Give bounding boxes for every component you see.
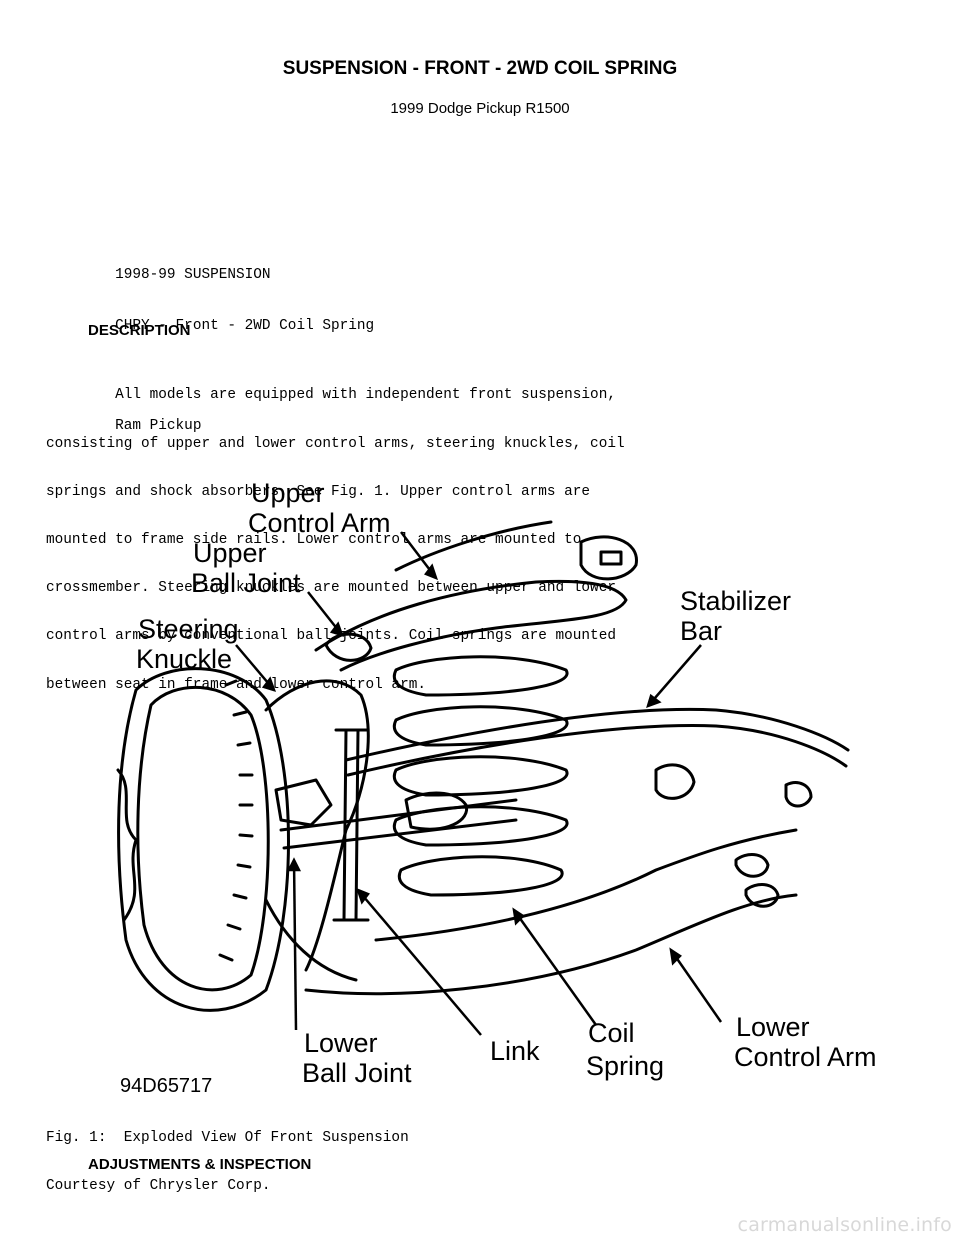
label-coil-spring-line1: Coil: [588, 1018, 635, 1048]
callout-arrows: [235, 531, 723, 1036]
adjustments-heading: ADJUSTMENTS & INSPECTION: [88, 1156, 312, 1173]
link-drawing: [332, 728, 370, 922]
label-lower-ball-joint-line1: Lower: [304, 1028, 378, 1058]
label-stabilizer-bar-line2: Bar: [680, 616, 722, 646]
description-heading: DESCRIPTION: [88, 322, 191, 339]
description-line: consisting of upper and lower control ar…: [46, 435, 625, 452]
suspension-figure: Upper Control Arm Upper Ball Joint Steer…: [116, 478, 877, 1097]
description-line: between seat in frame and lower control …: [46, 676, 426, 693]
doc-header-line: CHRY - Front - 2WD Coil Spring: [115, 317, 375, 334]
label-lower-ball-joint-line2: Ball Joint: [302, 1058, 412, 1088]
label-coil-spring-line2: Spring: [586, 1051, 664, 1081]
coil-spring-drawing: [392, 655, 569, 897]
description-line: All models are equipped with independent…: [46, 387, 616, 404]
description-body: All models are equipped with independent…: [46, 354, 625, 708]
label-link: Link: [490, 1036, 540, 1066]
label-lower-control-arm-line1: Lower: [736, 1012, 810, 1042]
label-upper-control-arm-line1: Upper: [251, 478, 325, 508]
page-subtitle: 1999 Dodge Pickup R1500: [390, 100, 570, 117]
label-upper-control-arm-line2: Control Arm: [248, 508, 391, 538]
document-header-block: 1998-99 SUSPENSION CHRY - Front - 2WD Co…: [46, 234, 374, 451]
label-upper-ball-joint-line2: Ball Joint: [191, 568, 301, 598]
description-line: springs and shock absorbers. See Fig. 1.…: [46, 483, 591, 500]
label-steering-knuckle-line1: Steering: [138, 614, 239, 644]
watermark: carmanualsonline.info: [737, 1214, 952, 1236]
label-lower-control-arm-line2: Control Arm: [734, 1042, 877, 1072]
label-stabilizer-bar-line1: Stabilizer: [680, 586, 791, 616]
label-upper-ball-joint-line1: Upper: [193, 538, 267, 568]
page-title: SUSPENSION - FRONT - 2WD COIL SPRING: [282, 58, 678, 79]
doc-header-line: 1998-99 SUSPENSION: [115, 267, 271, 284]
figure-code: 94D65717: [120, 1075, 212, 1097]
tie-rod-drawing: [279, 791, 518, 850]
upper-control-arm-drawing: [314, 520, 638, 672]
lower-control-arm-drawing: [304, 828, 798, 996]
brake-rotor-drawing: [116, 667, 290, 1012]
doc-header-line: Ram Pickup: [115, 417, 202, 434]
label-steering-knuckle-line2: Knuckle: [136, 644, 232, 674]
steering-knuckle-drawing: [264, 679, 370, 982]
figure-credit: Courtesy of Chrysler Corp.: [46, 1178, 271, 1194]
figure-caption: Fig. 1: Exploded View Of Front Suspensio…: [46, 1130, 409, 1146]
description-line: mounted to frame side rails. Lower contr…: [46, 532, 582, 549]
stabilizer-bar-drawing: [344, 707, 850, 808]
figure-caption-block: Fig. 1: Exploded View Of Front Suspensio…: [46, 1098, 409, 1210]
